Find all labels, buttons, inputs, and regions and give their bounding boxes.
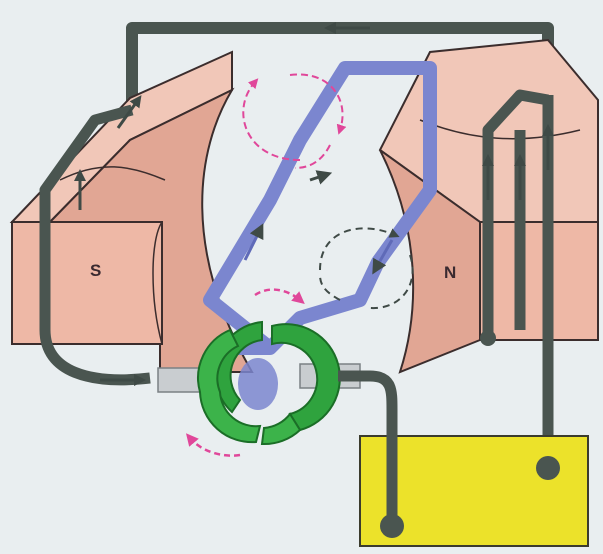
battery-terminal-negative xyxy=(380,514,404,538)
north-pole-label: N xyxy=(444,263,456,282)
terminal-dot-icon xyxy=(480,330,496,346)
battery-terminal-positive xyxy=(536,456,560,480)
south-pole-label: S xyxy=(90,261,101,280)
